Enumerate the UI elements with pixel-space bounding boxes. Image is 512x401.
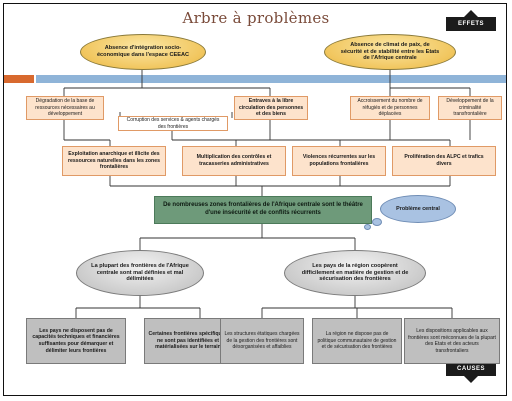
central-problem-label: Problème central <box>364 195 456 230</box>
accent-bar-blue <box>36 75 506 83</box>
diagram-frame <box>3 3 507 396</box>
accent-bar-orange <box>4 75 34 83</box>
cause-sub-structures: Les structures étatiques chargées de la … <box>220 318 304 364</box>
cause-sub-provisions: Les dispositions applicables aux frontiè… <box>404 318 500 364</box>
effects-label: EFFETS <box>446 10 496 31</box>
effect-low-alpc: Prolifération des ALPC et trafics divers <box>392 146 496 176</box>
causes-label: CAUSES <box>446 362 496 383</box>
effect-mid-circulation: Entraves à la libre circulation des pers… <box>234 96 308 120</box>
effect-mid-refugees: Accroissement du nombre de réfugiés et d… <box>350 96 430 120</box>
effect-top-integration: Absence d'intégration socio-économique d… <box>80 34 206 70</box>
effect-low-exploitation: Exploitation anarchique et illicite des … <box>62 146 166 176</box>
cause-main-cooperation: Les pays de la région coopèrent difficil… <box>284 250 426 296</box>
cause-sub-policy: La région ne dispose pas de politique co… <box>312 318 402 364</box>
cause-sub-capacities: Les pays ne disposent pas de capacités t… <box>26 318 126 364</box>
central-problem: De nombreuses zones frontalières de l'Af… <box>154 196 372 224</box>
cause-sub-identification: Certaines frontières spécifiques ne sont… <box>144 318 232 364</box>
cause-main-borders: La plupart des frontières de l'Afrique c… <box>76 250 204 296</box>
effect-top-peace: Absence de climat de paix, de sécurité e… <box>324 34 456 70</box>
effect-low-controls: Multiplication des contrôles et tracasse… <box>182 146 286 176</box>
effect-mid-corruption: Corruption des services & agents chargés… <box>118 116 228 131</box>
diagram-title: Arbre à problèmes <box>182 9 330 27</box>
effect-mid-criminality: Développement de la criminalité transfro… <box>438 96 502 120</box>
effect-low-violence: Violences récurrentes sur les population… <box>292 146 386 176</box>
effect-mid-degradation: Dégradation de la base de ressources néc… <box>26 96 104 120</box>
